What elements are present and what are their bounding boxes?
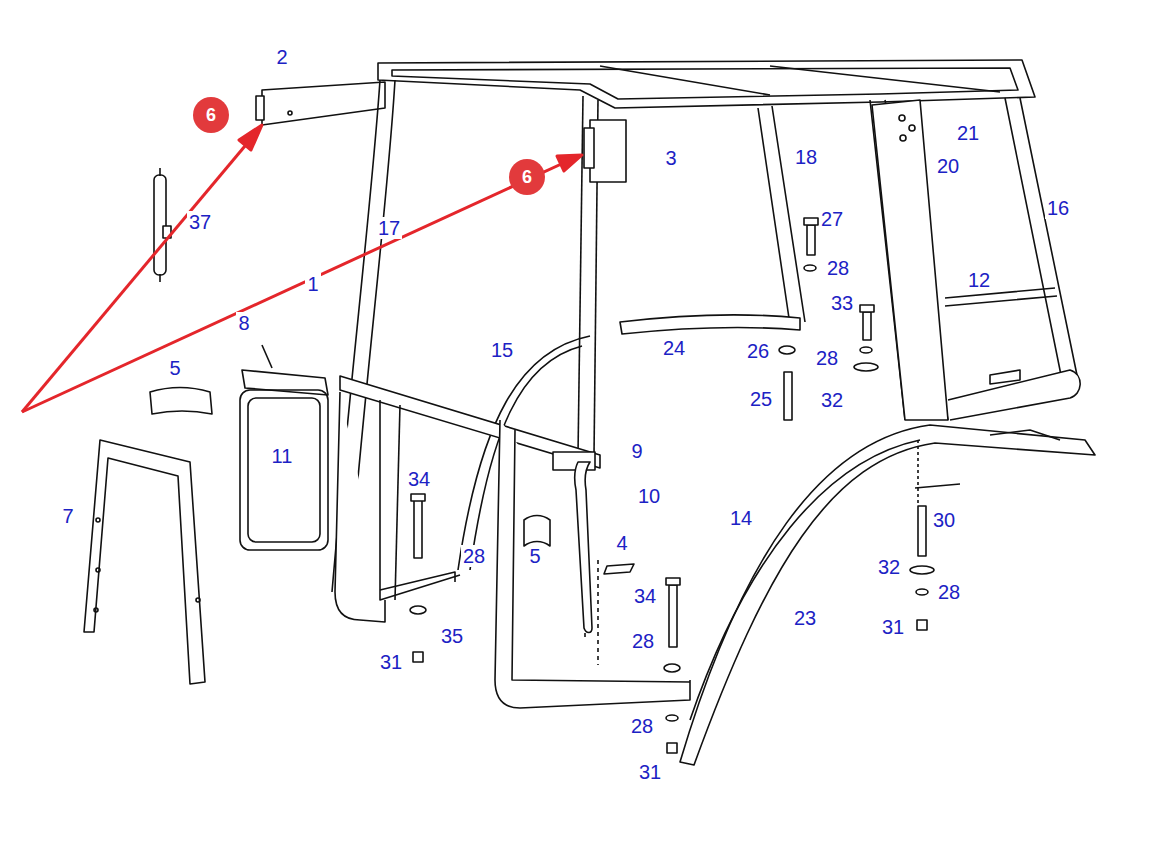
part-number: 24 [661, 337, 687, 359]
part-number: 34 [406, 468, 432, 490]
part-number: 35 [439, 625, 465, 647]
part-number: 28 [629, 715, 655, 737]
part-number: 30 [931, 509, 957, 531]
part-number: 12 [966, 269, 992, 291]
part-number: 20 [935, 155, 961, 177]
part-number: 15 [489, 339, 515, 361]
part-number: 26 [745, 340, 771, 362]
part-number: 28 [825, 257, 851, 279]
callout-number: 6 [522, 167, 532, 187]
callout-number: 6 [206, 105, 216, 125]
part-number: 37 [187, 211, 213, 233]
part-number: 8 [236, 312, 251, 334]
part-number: 28 [630, 630, 656, 652]
part-number: 1 [305, 273, 320, 295]
part-number: 32 [819, 389, 845, 411]
part-number: 5 [167, 357, 182, 379]
part-number: 21 [955, 122, 981, 144]
part-number: 28 [461, 545, 487, 567]
part-number: 27 [819, 208, 845, 230]
part-number: 10 [636, 485, 662, 507]
part-number: 9 [629, 440, 644, 462]
callout-circle: 6 [509, 159, 545, 195]
part-number: 3 [663, 147, 678, 169]
part-number: 31 [378, 651, 404, 673]
part-number: 34 [632, 585, 658, 607]
part-number: 2 [274, 46, 289, 68]
part-number: 16 [1045, 197, 1071, 219]
part-number: 28 [936, 581, 962, 603]
part-number: 31 [637, 761, 663, 783]
part-number: 17 [376, 217, 402, 239]
part-number: 32 [876, 556, 902, 578]
part-number: 5 [527, 545, 542, 567]
callout-circle: 6 [193, 97, 229, 133]
part-number: 4 [614, 532, 629, 554]
part-number: 14 [728, 507, 754, 529]
part-number: 7 [60, 505, 75, 527]
part-number: 28 [814, 347, 840, 369]
part-number: 25 [748, 388, 774, 410]
part-number: 31 [880, 616, 906, 638]
part-number: 23 [792, 607, 818, 629]
part-number: 18 [793, 146, 819, 168]
part-number: 11 [270, 445, 295, 467]
part-number: 33 [829, 292, 855, 314]
